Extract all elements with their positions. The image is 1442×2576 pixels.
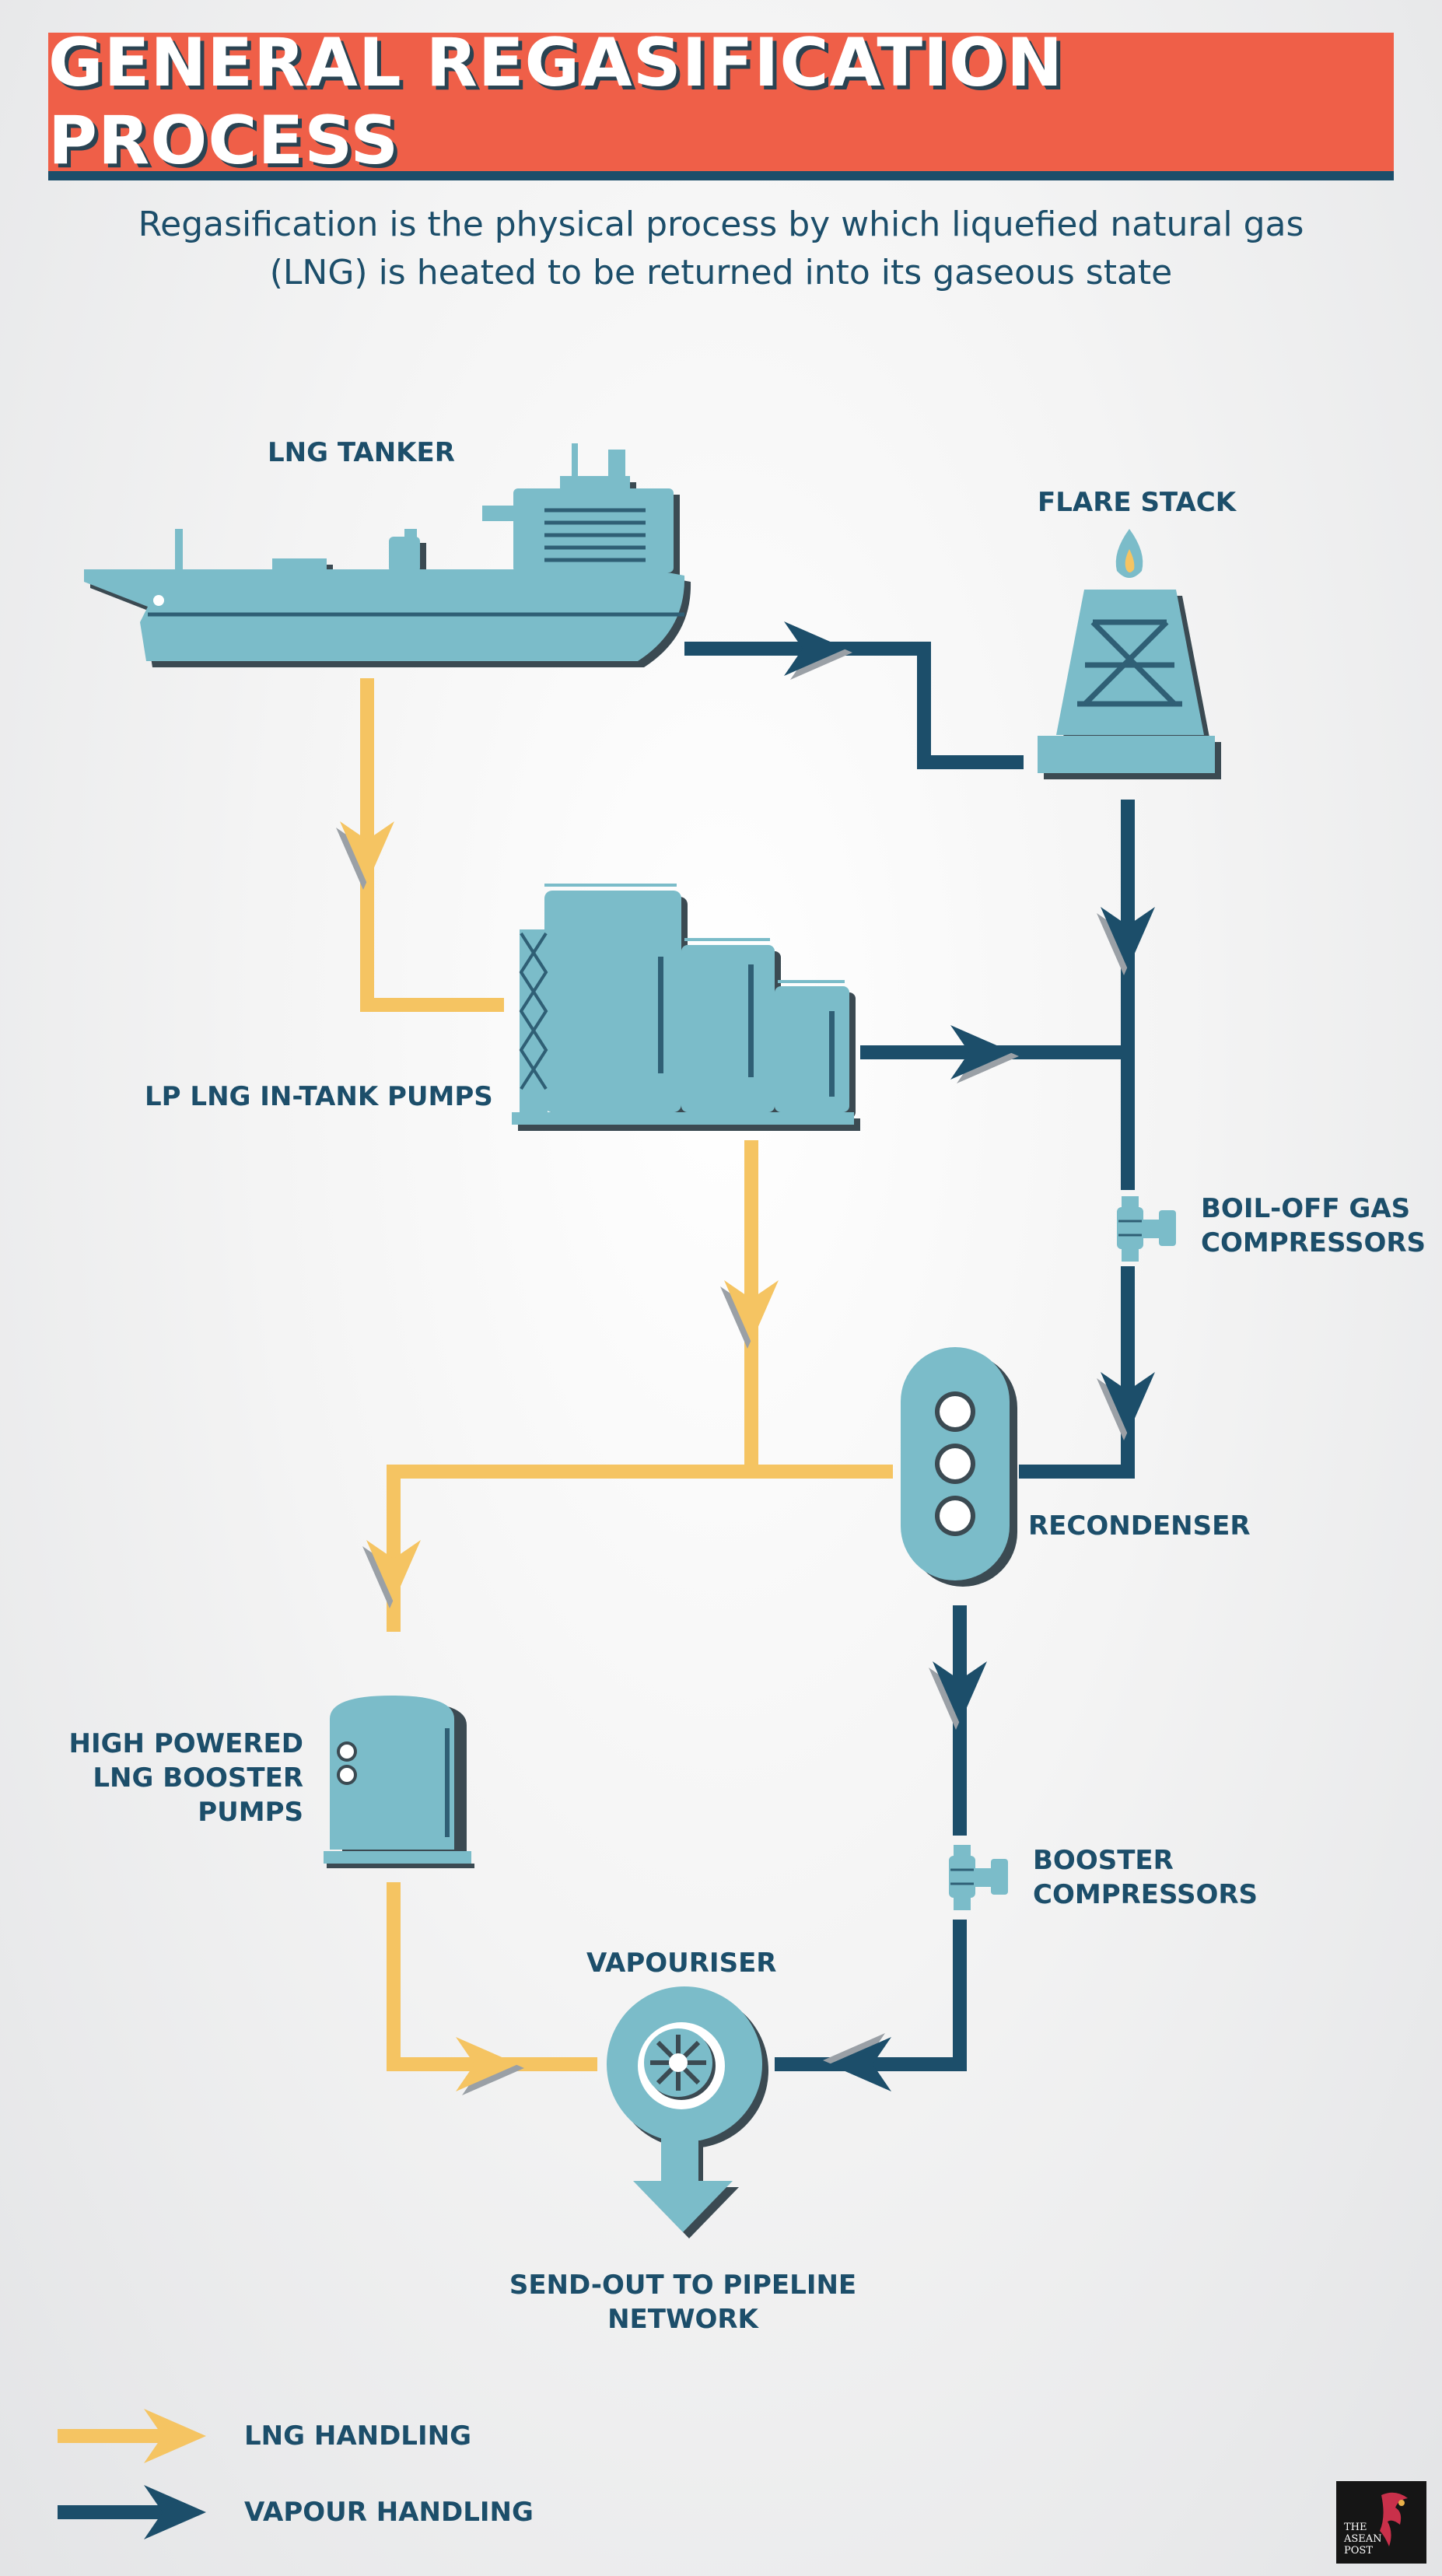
logo-line-3: POST — [1344, 2545, 1373, 2557]
label-booster-pumps-line-1: HIGH POWERED — [68, 1728, 303, 1759]
storage-tanks-icon — [512, 884, 860, 1131]
the-asean-post-logo: THE ASEAN POST — [1336, 2481, 1426, 2564]
label-boil-off-line-1: BOIL-OFF GAS — [1201, 1193, 1411, 1224]
legend-lng-label: LNG HANDLING — [244, 2420, 471, 2452]
legend-vapour-label: VAPOUR HANDLING — [244, 2497, 534, 2528]
label-send-out: SEND-OUT TO PIPELINE NETWORK — [496, 2268, 870, 2336]
label-boil-off-compressors: BOIL-OFF GAS COMPRESSORS — [1201, 1192, 1426, 1260]
page-title: GENERAL REGASIFICATION PROCESS — [48, 24, 1064, 180]
label-booster-pumps-line-3: PUMPS — [198, 1797, 303, 1828]
label-booster-compressors: BOOSTER COMPRESSORS — [1033, 1843, 1258, 1912]
vapouriser-icon — [607, 1986, 768, 2238]
subtitle-line-1: Regasification is the physical process b… — [138, 205, 1304, 244]
label-booster-comp-line-2: COMPRESSORS — [1033, 1879, 1258, 1910]
logo-line-2: ASEAN — [1344, 2533, 1382, 2545]
label-vapouriser: VAPOURISER — [586, 1948, 777, 1979]
logo-line-1: THE — [1344, 2522, 1367, 2533]
label-send-out-line-1: SEND-OUT TO PIPELINE — [509, 2270, 857, 2301]
ship-icon — [84, 443, 691, 667]
compressor-icon — [949, 1845, 1008, 1910]
label-booster-comp-line-1: BOOSTER — [1033, 1845, 1174, 1876]
flare-tower-icon — [1038, 529, 1221, 779]
logo-text: THE ASEAN POST — [1344, 2522, 1382, 2557]
legend-lng-arrow — [58, 2409, 206, 2463]
subtitle-line-2: (LNG) is heated to be returned into its … — [269, 253, 1173, 292]
label-flare-stack: FLARE STACK — [1038, 487, 1237, 518]
label-booster-pumps: HIGH POWERED LNG BOOSTER PUMPS — [62, 1727, 303, 1829]
recondenser-icon — [901, 1347, 1017, 1587]
label-recondenser: RECONDENSER — [1028, 1510, 1251, 1542]
compressor-icon — [1117, 1196, 1176, 1262]
label-in-tank-pumps: LP LNG IN-TANK PUMPS — [145, 1081, 493, 1112]
label-boil-off-line-2: COMPRESSORS — [1201, 1227, 1426, 1258]
title-banner: GENERAL REGASIFICATION PROCESS — [48, 24, 1394, 180]
label-send-out-line-2: NETWORK — [607, 2304, 758, 2335]
legend-vapour-arrow — [58, 2485, 206, 2539]
label-lng-tanker: LNG TANKER — [268, 437, 455, 468]
bird-logo-icon — [1380, 2492, 1408, 2546]
pump-tank-icon — [324, 1696, 474, 1868]
label-booster-pumps-line-2: LNG BOOSTER — [93, 1762, 303, 1794]
subtitle: Regasification is the physical process b… — [78, 201, 1364, 297]
